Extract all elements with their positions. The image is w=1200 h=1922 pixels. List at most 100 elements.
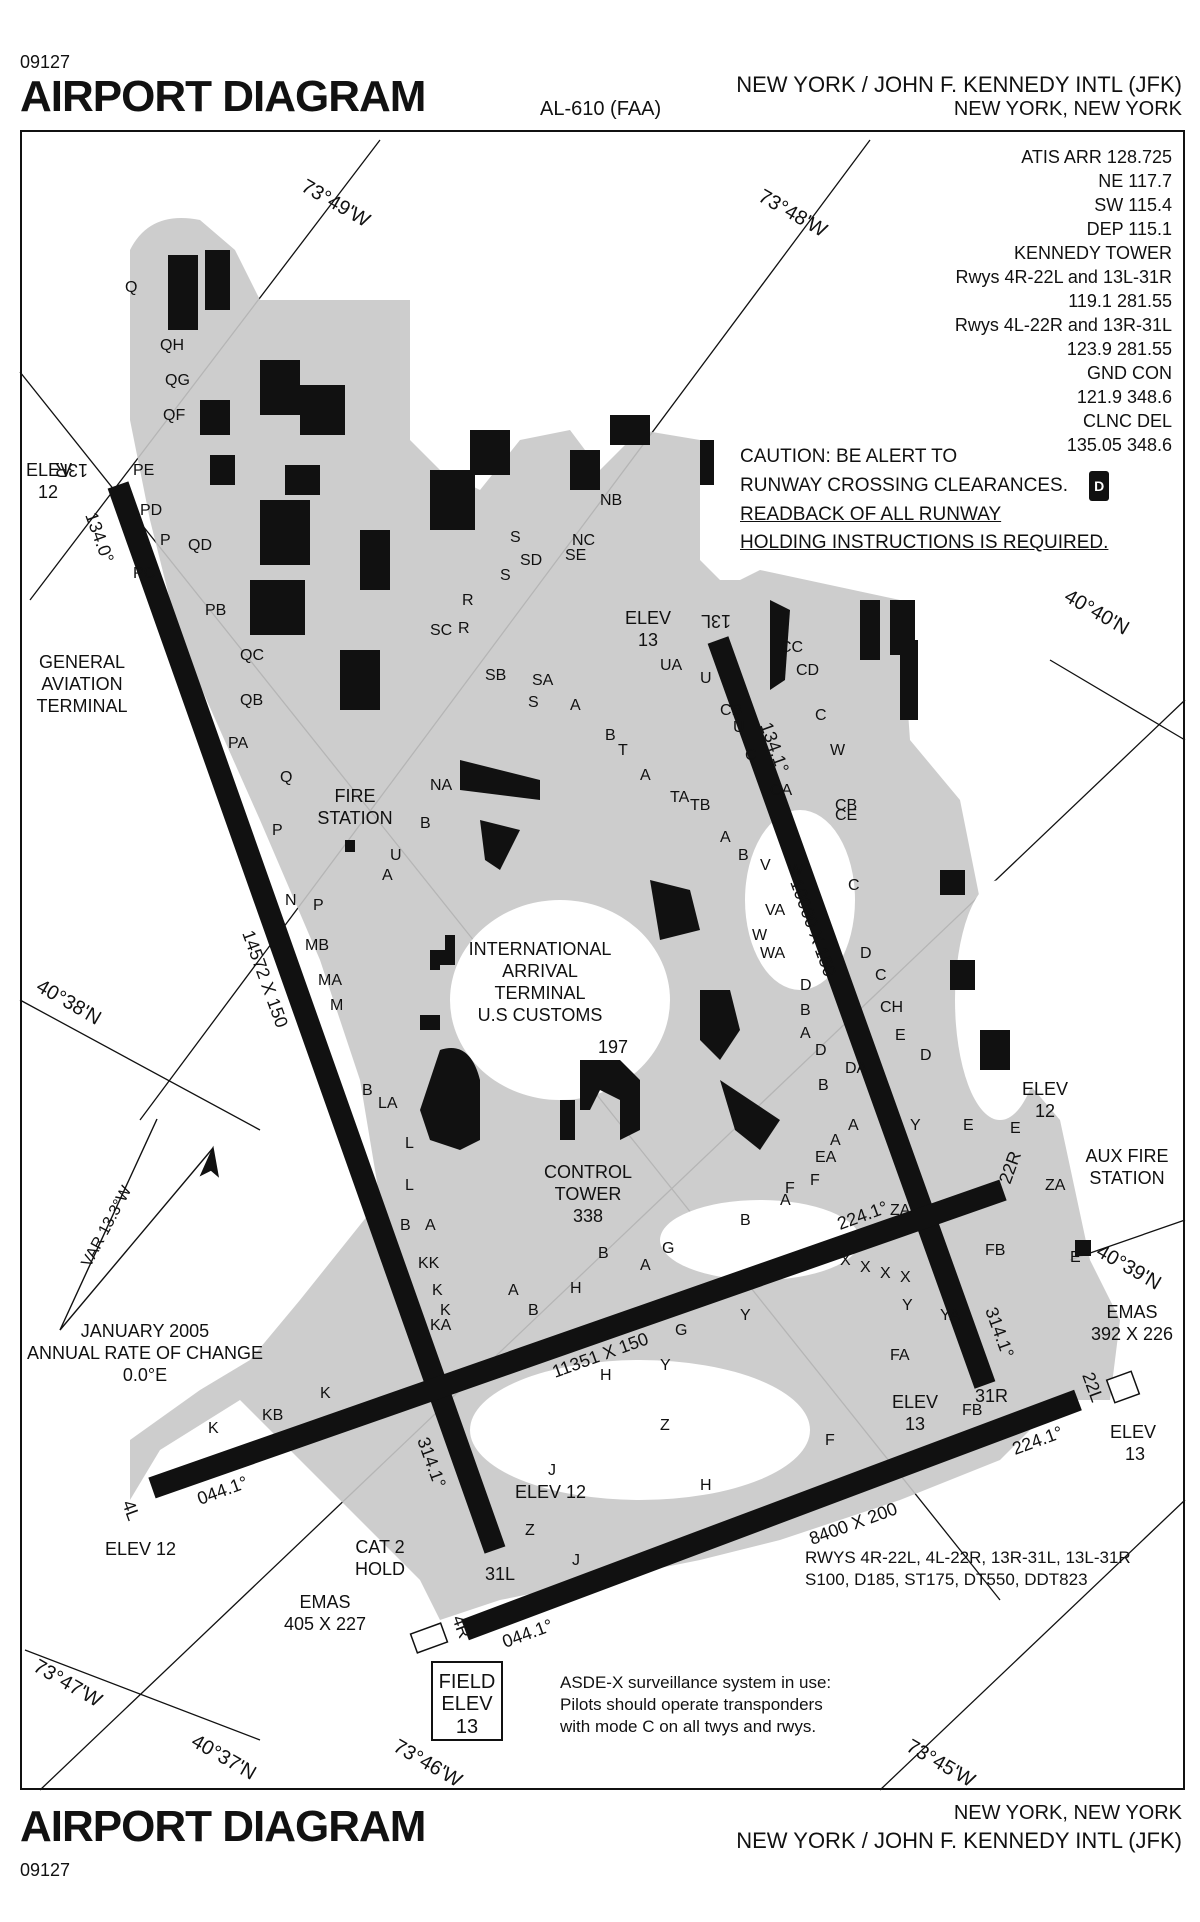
taxiway-label: FA <box>890 1347 910 1364</box>
taxiway-label: QG <box>165 372 190 389</box>
variation-arrow <box>59 1118 158 1331</box>
caution-line: RUNWAY CROSSING CLEARANCES. D <box>740 471 1110 501</box>
ga-terminal-label: GENERAL <box>39 652 125 672</box>
grid-line <box>1049 659 1186 741</box>
taxiway-label: Q <box>280 769 292 786</box>
taxiway-label: TA <box>670 789 690 806</box>
runway-22r-elev: 12 <box>1035 1101 1055 1121</box>
hangar <box>285 465 320 495</box>
hangar <box>260 360 300 415</box>
hangar <box>610 415 650 445</box>
frequency-line: Rwys 4R-22L and 13L-31R <box>955 267 1172 287</box>
asde-note: Pilots should operate transponders <box>560 1695 823 1714</box>
taxiway-label: P <box>272 822 283 839</box>
taxiway-label: B <box>605 727 616 744</box>
emas-sw-dims: 405 X 227 <box>284 1614 366 1634</box>
grid-line <box>19 999 261 1131</box>
taxiway-label: WA <box>760 945 786 962</box>
taxiway-label: S <box>510 529 521 546</box>
caution-note: CAUTION: BE ALERT TO RUNWAY CROSSING CLE… <box>740 443 1110 557</box>
taxiway-label: B <box>598 1245 609 1262</box>
field-elev-box <box>431 1661 503 1741</box>
taxiway-label: A <box>640 767 651 784</box>
frequency-line: CLNC DEL <box>1082 411 1172 431</box>
frequency-line: 121.9 348.6 <box>1076 387 1172 407</box>
taxiway-label: X <box>880 1265 891 1282</box>
taxiway-label: E <box>1010 1120 1021 1137</box>
buildings <box>168 250 1091 1256</box>
taxiway-label: CH <box>880 999 903 1016</box>
chart-title: AIRPORT DIAGRAM <box>20 72 426 121</box>
chart-code: 09127 <box>20 52 71 72</box>
obstacle-height: 197 <box>598 1037 628 1057</box>
runway-4l-elev: ELEV 12 <box>105 1539 176 1559</box>
runway-strength-note: S100, D185, ST175, DT550, DDT823 <box>805 1570 1088 1589</box>
taxiway-label: F <box>825 1432 835 1449</box>
taxiway-label: UA <box>660 657 683 674</box>
lat-label: 40°38'N <box>33 975 105 1029</box>
hangar <box>340 650 380 710</box>
taxiway-label: C <box>815 707 827 724</box>
hangar <box>470 430 510 475</box>
taxiway-label: B <box>818 1077 829 1094</box>
taxiway-label: SC <box>430 622 452 639</box>
lon-label: 73°45'W <box>903 1735 979 1792</box>
taxiway-label: QC <box>240 647 264 664</box>
fire-station-building <box>345 840 355 852</box>
taxiway-label: H <box>600 1367 612 1384</box>
aux-fire-station-building <box>1075 1240 1091 1256</box>
taxiway-label: U <box>733 719 745 736</box>
taxiway-label: K <box>432 1282 443 1299</box>
taxiway-label: M <box>330 997 343 1014</box>
taxiway-label: KA <box>430 1317 452 1334</box>
emas-areas <box>409 1370 1141 1654</box>
taxiway-label: Y <box>902 1297 913 1314</box>
taxiway-label: J <box>572 1552 580 1569</box>
taxiway-label: L <box>405 1135 414 1152</box>
compass <box>59 1118 220 1331</box>
taxiway-label: B <box>420 815 431 832</box>
taxiway-label: X <box>900 1269 911 1286</box>
airport-name: NEW YORK / JOHN F. KENNEDY INTL (JFK) <box>736 72 1182 97</box>
cat2-hold-label: CAT 2 <box>355 1537 404 1557</box>
lon-label: 73°49'W <box>298 175 374 232</box>
taxiway-label: NA <box>430 777 453 794</box>
runway-13r-elev: 12 <box>38 482 58 502</box>
taxiway-label: P <box>160 532 171 549</box>
terminal <box>430 935 455 970</box>
runway-31r-label: 31R <box>975 1386 1008 1406</box>
taxiway-label: KK <box>418 1255 440 1272</box>
taxiway-label: QD <box>188 537 212 554</box>
hangar <box>168 255 198 330</box>
taxiway-label: QF <box>163 407 185 424</box>
taxiway-label: YA <box>940 1307 960 1324</box>
frequency-line: 123.9 281.55 <box>1066 339 1172 359</box>
runway-13l-label: 13L <box>701 611 731 631</box>
taxiway-label: CB <box>835 797 857 814</box>
taxiway-label: SB <box>485 667 506 684</box>
airport-city: NEW YORK, NEW YORK <box>953 98 1182 120</box>
asde-note: ASDE-X surveillance system in use: <box>560 1673 831 1692</box>
taxiway-label: PB <box>205 602 226 619</box>
lon-label: 73°48'W <box>755 185 831 242</box>
taxiway-label: ZA <box>1045 1177 1066 1194</box>
taxiway-label: EA <box>815 1149 837 1166</box>
taxiway-label: MA <box>318 972 342 989</box>
runway-31l-elev: ELEV 12 <box>515 1482 586 1502</box>
facility-labels: GENERAL AVIATION TERMINAL FIRE STATION I… <box>27 652 1173 1634</box>
field-elev-label: ELEV <box>441 1693 493 1715</box>
footer-city: NEW YORK, NEW YORK <box>953 1802 1182 1824</box>
runway-31r-elev: 13 <box>905 1414 925 1434</box>
runway-22r-elev: ELEV <box>1022 1079 1068 1099</box>
iat-label: TERMINAL <box>494 983 585 1003</box>
hangar <box>430 470 475 530</box>
taxiway-label: C <box>848 877 860 894</box>
taxiway-label: S <box>500 567 511 584</box>
frequency-line: KENNEDY TOWER <box>1013 243 1172 263</box>
iat-label: ARRIVAL <box>502 961 578 981</box>
runways <box>107 481 1082 1641</box>
emas-ne <box>1105 1370 1141 1404</box>
